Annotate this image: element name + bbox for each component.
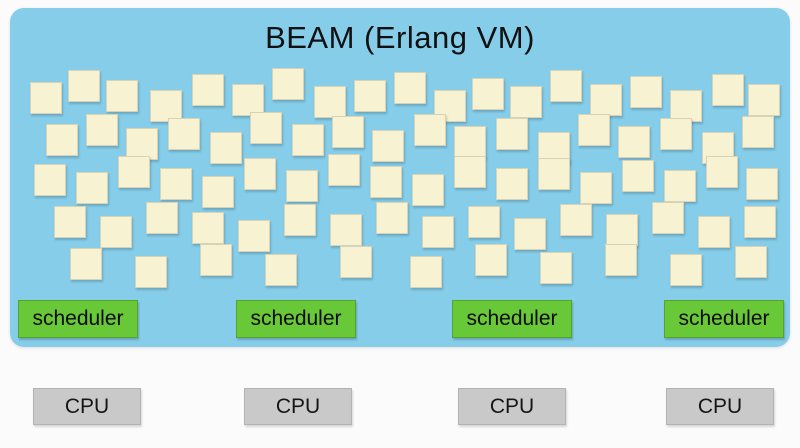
process-square xyxy=(118,156,150,188)
process-square xyxy=(146,202,178,234)
process-square xyxy=(168,118,200,150)
process-square xyxy=(652,202,684,234)
process-square xyxy=(744,206,776,238)
process-square xyxy=(670,90,702,122)
process-square xyxy=(106,80,138,112)
process-square xyxy=(150,90,182,122)
process-square xyxy=(590,84,622,116)
process-square xyxy=(200,244,232,276)
scheduler-label: scheduler xyxy=(678,307,770,330)
scheduler-box: scheduler xyxy=(18,300,138,338)
process-square xyxy=(192,74,224,106)
process-layer xyxy=(10,8,790,347)
scheduler-box: scheduler xyxy=(664,300,784,338)
cpu-label: CPU xyxy=(489,394,535,418)
process-square xyxy=(746,168,778,200)
process-square xyxy=(622,160,654,192)
process-square xyxy=(496,168,528,200)
process-square xyxy=(698,216,730,248)
process-square xyxy=(735,246,767,278)
cpu-box: CPU xyxy=(458,388,566,425)
cpu-label: CPU xyxy=(275,394,321,418)
process-square xyxy=(605,244,637,276)
process-square xyxy=(238,220,270,252)
process-square xyxy=(414,114,446,146)
process-square xyxy=(454,156,486,188)
process-square xyxy=(68,70,100,102)
process-square xyxy=(265,254,297,286)
process-square xyxy=(376,202,408,234)
beam-container: BEAM (Erlang VM) scheduler scheduler sch… xyxy=(10,8,790,347)
process-square xyxy=(394,72,426,104)
process-square xyxy=(272,68,304,100)
process-square xyxy=(46,124,78,156)
process-square xyxy=(202,176,234,208)
scheduler-box: scheduler xyxy=(236,300,356,338)
process-square xyxy=(284,204,316,236)
process-square xyxy=(706,156,738,188)
process-square xyxy=(412,174,444,206)
process-square xyxy=(328,154,360,186)
process-square xyxy=(244,158,276,190)
process-square xyxy=(372,130,404,162)
scheduler-label: scheduler xyxy=(466,307,558,330)
process-square xyxy=(580,172,612,204)
process-square xyxy=(292,124,324,156)
process-square xyxy=(514,218,546,250)
scheduler-label: scheduler xyxy=(32,307,124,330)
process-square xyxy=(76,172,108,204)
process-square xyxy=(34,164,66,196)
process-square xyxy=(550,70,582,102)
process-square xyxy=(410,256,442,288)
scheduler-label: scheduler xyxy=(250,307,342,330)
process-square xyxy=(578,114,610,146)
process-square xyxy=(135,256,167,288)
cpu-label: CPU xyxy=(697,394,743,418)
process-square xyxy=(606,214,638,246)
process-square xyxy=(472,78,504,110)
process-square xyxy=(742,116,774,148)
process-square xyxy=(232,84,264,116)
diagram-title: BEAM (Erlang VM) xyxy=(265,20,535,55)
process-square xyxy=(475,244,507,276)
process-square xyxy=(664,170,696,202)
process-square xyxy=(510,86,542,118)
process-square xyxy=(712,74,744,106)
process-square xyxy=(630,76,662,108)
process-square xyxy=(160,168,192,200)
process-square xyxy=(250,112,282,144)
process-square xyxy=(454,126,486,158)
process-square xyxy=(210,132,242,164)
cpu-box: CPU xyxy=(33,388,141,425)
process-square xyxy=(330,214,362,246)
scheduler-box: scheduler xyxy=(452,300,572,338)
process-square xyxy=(538,158,570,190)
process-square xyxy=(370,166,402,198)
process-square xyxy=(354,80,386,112)
process-square xyxy=(468,206,500,238)
process-square xyxy=(670,254,702,286)
cpu-box: CPU xyxy=(666,388,774,425)
process-square xyxy=(560,204,592,236)
process-square xyxy=(660,118,692,150)
process-square xyxy=(748,84,780,116)
process-square xyxy=(286,170,318,202)
process-square xyxy=(618,126,650,158)
process-square xyxy=(422,216,454,248)
process-square xyxy=(54,206,86,238)
process-square xyxy=(86,114,118,146)
process-square xyxy=(192,212,224,244)
process-square xyxy=(496,118,528,150)
process-square xyxy=(540,252,572,284)
process-square xyxy=(314,86,346,118)
cpu-box: CPU xyxy=(244,388,352,425)
process-square xyxy=(340,246,372,278)
process-square xyxy=(100,216,132,248)
cpu-label: CPU xyxy=(64,394,110,418)
process-square xyxy=(332,116,364,148)
process-square xyxy=(30,82,62,114)
process-square xyxy=(70,248,102,280)
